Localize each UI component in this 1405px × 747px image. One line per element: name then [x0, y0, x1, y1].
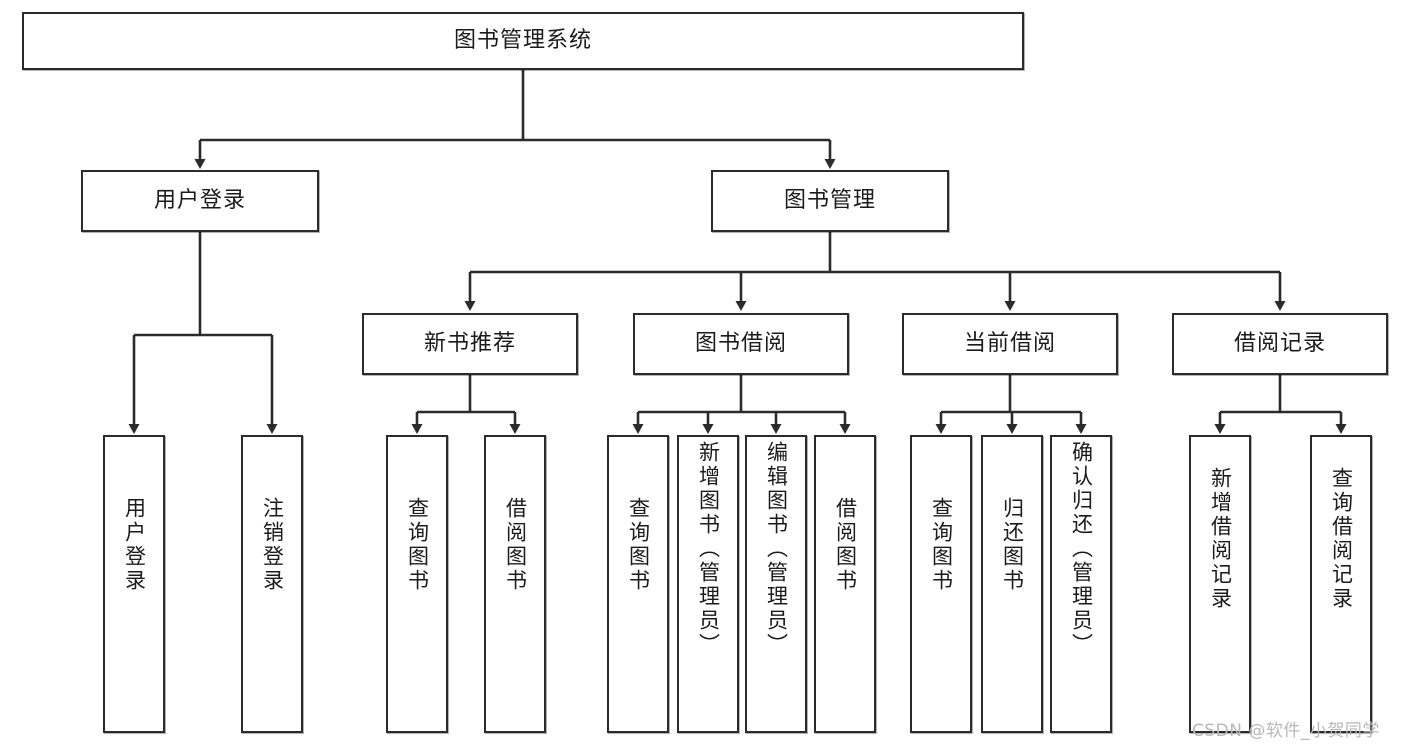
node-book-management-label: 图书管理 [783, 187, 876, 213]
leaf-logout-label: 注销登录 [260, 497, 285, 593]
leaf-add-borrow-record[interactable]: 新增借阅记录 [1189, 435, 1251, 733]
leaf-borrow-book-label: 借阅图书 [833, 497, 858, 593]
leaf-add-book-admin[interactable]: 新增图书（管理员） [677, 435, 739, 733]
leaf-return-book[interactable]: 归还图书 [981, 435, 1043, 733]
node-current-borrow-label: 当前借阅 [963, 330, 1056, 356]
node-user-login-label: 用户登录 [153, 187, 246, 213]
node-current-borrow[interactable]: 当前借阅 [902, 313, 1118, 375]
leaf-query-book-current-label: 查询图书 [929, 497, 954, 593]
node-root[interactable]: 图书管理系统 [22, 12, 1024, 70]
leaf-query-book-recommend[interactable]: 查询图书 [386, 435, 448, 733]
leaf-query-book-borrow-label: 查询图书 [626, 497, 651, 593]
node-root-label: 图书管理系统 [453, 27, 592, 53]
leaf-edit-book-admin[interactable]: 编辑图书（管理员） [745, 435, 807, 733]
node-user-login[interactable]: 用户登录 [81, 170, 319, 232]
leaf-user-login-label: 用户登录 [122, 497, 147, 593]
leaf-query-book-recommend-label: 查询图书 [405, 497, 430, 593]
leaf-query-borrow-record[interactable]: 查询借阅记录 [1310, 435, 1372, 733]
leaf-borrow-book[interactable]: 借阅图书 [814, 435, 876, 733]
leaf-borrow-book-recommend-label: 借阅图书 [503, 497, 528, 593]
node-new-book-recommend-label: 新书推荐 [423, 330, 516, 356]
node-borrow-record-label: 借阅记录 [1233, 330, 1326, 356]
leaf-logout[interactable]: 注销登录 [241, 435, 303, 733]
node-book-borrow[interactable]: 图书借阅 [633, 313, 849, 375]
leaf-borrow-book-recommend[interactable]: 借阅图书 [484, 435, 546, 733]
leaf-add-book-admin-label: 新增图书（管理员） [696, 441, 721, 657]
node-borrow-record[interactable]: 借阅记录 [1172, 313, 1388, 375]
node-new-book-recommend[interactable]: 新书推荐 [362, 313, 578, 375]
leaf-query-book-current[interactable]: 查询图书 [910, 435, 972, 733]
node-book-management[interactable]: 图书管理 [711, 170, 949, 232]
leaf-edit-book-admin-label: 编辑图书（管理员） [764, 441, 789, 657]
watermark: CSDN @软件_小贺同学 [1192, 721, 1380, 741]
leaf-query-book-borrow[interactable]: 查询图书 [607, 435, 669, 733]
leaf-confirm-return-admin-label: 确认归还（管理员） [1069, 441, 1094, 657]
node-book-borrow-label: 图书借阅 [694, 330, 787, 356]
leaf-return-book-label: 归还图书 [1000, 497, 1025, 593]
leaf-add-borrow-record-label: 新增借阅记录 [1208, 467, 1233, 611]
leaf-user-login[interactable]: 用户登录 [103, 435, 165, 733]
leaf-query-borrow-record-label: 查询借阅记录 [1329, 467, 1354, 611]
leaf-confirm-return-admin[interactable]: 确认归还（管理员） [1050, 435, 1112, 733]
